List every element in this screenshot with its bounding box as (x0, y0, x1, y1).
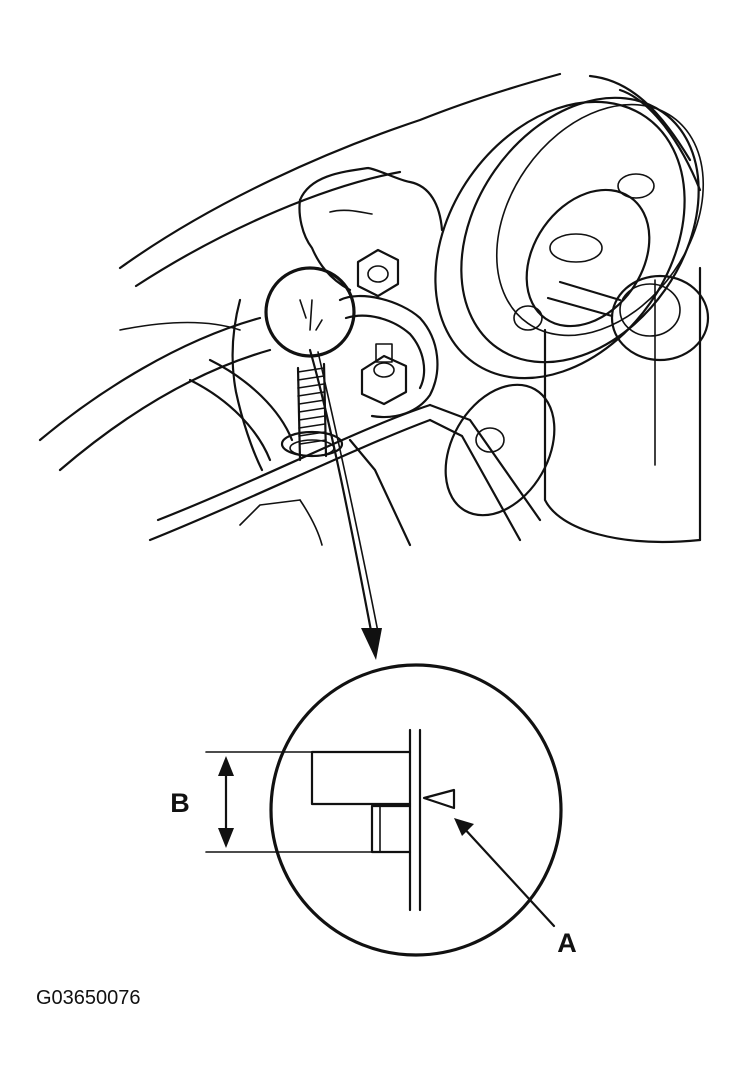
pulley-hub (543, 266, 710, 543)
detail-view (205, 663, 563, 957)
label-b: B (170, 788, 190, 818)
hex-nut-lower (360, 343, 408, 406)
label-a-leader (454, 818, 556, 928)
indicator-mark (422, 788, 456, 810)
callout-arrow (308, 348, 382, 660)
pulley (434, 74, 705, 380)
hex-nut-upper (356, 248, 400, 298)
label-a: A (557, 928, 577, 958)
engine-illustration (38, 72, 710, 660)
dimension-b-arrow (218, 756, 234, 848)
idler-pulley (444, 383, 556, 517)
detail-circle (269, 663, 563, 957)
detail-callout-circle (264, 266, 356, 358)
figure-id: G03650076 (36, 987, 141, 1009)
